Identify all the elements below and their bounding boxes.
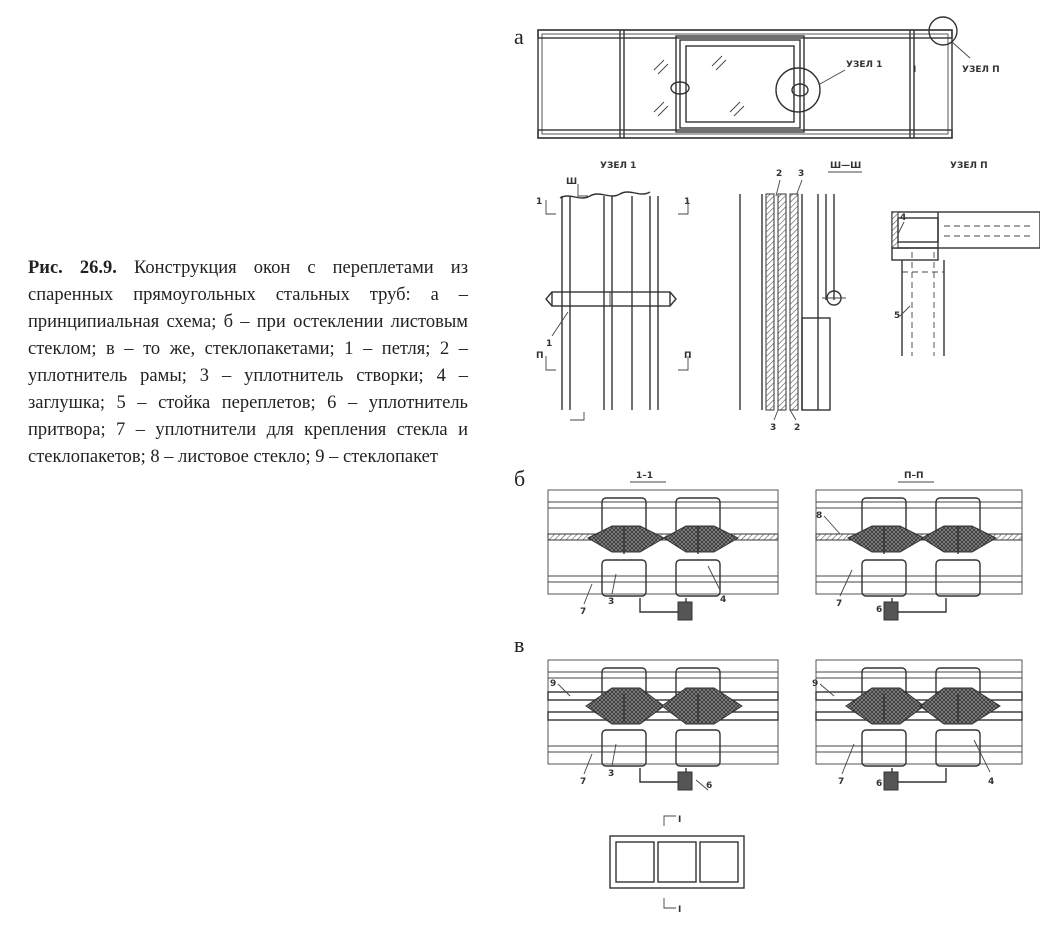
v-left-3: 3 [608,769,614,779]
node2-title: УЗЕЛ П [950,161,988,171]
cut-bottom-bottom: I [678,905,681,915]
callout-node2: УЗЕЛ П [962,65,1000,75]
label-a: а [514,24,524,49]
b-left-4: 4 [720,595,726,605]
section-p-p: П–П 8 7 6 [815,471,1023,621]
v-left-9: 9 [550,679,556,689]
triple-tube-section: I I [609,815,745,915]
v-right-7: 7 [838,777,844,787]
v-right-9: 9 [812,679,818,689]
cut-w-label: Ш [566,177,577,187]
v-right-6: 6 [876,779,882,789]
label-b: б [514,466,525,491]
section-w-title: Ш—Ш [830,161,861,171]
cut-bottom-top: I [678,815,681,825]
b-right-6: 6 [876,605,882,615]
node1-title: УЗЕЛ 1 [600,161,636,171]
section-w: Ш—Ш 2 3 3 2 [739,161,862,433]
principal-scheme: а УЗЕЛ 1 I УЗЕЛ П [514,16,1000,139]
section-v-right: 9 7 6 4 [812,659,1023,791]
section-v-left: 9 7 3 6 [547,659,779,791]
roman-one: I [913,65,916,75]
cut-p-left: П [536,351,544,361]
section-1-1: 1–1 7 3 4 [547,471,779,621]
hinge-number: 1 [546,339,552,349]
node2-detail: УЗЕЛ П 4 5 [891,161,1040,356]
num-3-bottom: 3 [770,423,776,433]
num-2-bottom: 2 [794,423,800,433]
section-11-title: 1–1 [636,471,653,481]
v-right-4: 4 [988,777,994,787]
b-left-7: 7 [580,607,586,617]
figure-caption: Рис. 26.9. Конструкция окон с переплетам… [28,255,468,471]
num-2-top: 2 [776,169,782,179]
callout-node1: УЗЕЛ 1 [846,60,882,70]
b-right-7: 7 [836,599,842,609]
v-left-7: 7 [580,777,586,787]
num-5: 5 [894,311,900,321]
section-pp-title: П–П [904,471,924,481]
cut-1-right: 1 [684,197,690,207]
b-left-3: 3 [608,597,614,607]
cut-1-left: 1 [536,197,542,207]
num-3-top: 3 [798,169,804,179]
node1-detail: УЗЕЛ 1 Ш 1 1 1 П П [536,161,692,421]
window-construction-drawing: а УЗЕЛ 1 I УЗЕЛ П УЗЕЛ 1 Ш 1 [514,16,1040,915]
figure-number: Рис. 26.9. [28,258,117,278]
v-left-6: 6 [706,781,712,791]
label-v: в [514,632,524,657]
caption-text: Конструкция окон с переплетами из спарен… [28,258,468,467]
b-right-8: 8 [816,511,822,521]
